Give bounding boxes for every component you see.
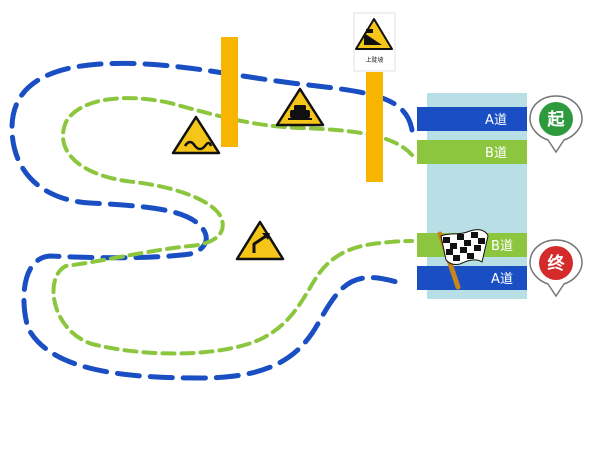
finish-lane-b-label: B道: [491, 239, 513, 254]
start-marker-icon: 起: [529, 95, 583, 154]
start-lane-a-label: A道: [485, 113, 507, 128]
lane-b-path: [51, 96, 414, 356]
finish-lane-a: [417, 266, 527, 290]
winding-road-sign-icon: [235, 220, 285, 261]
steep-slope-sign-label: 上陡坡: [365, 56, 383, 64]
lane-a-path: [9, 60, 415, 381]
start-lane-b: [417, 140, 527, 164]
bumpy-road-sign-icon: [171, 115, 221, 155]
finish-lane-a-label: A道: [491, 272, 513, 287]
uphill-sign-icon: [275, 87, 325, 127]
start-lane-a: [417, 107, 527, 131]
steep-slope-sign-icon: [355, 18, 393, 50]
steep-slope-sign: 上陡坡: [353, 12, 396, 72]
checkered-flag-icon: [437, 229, 489, 290]
finish-marker-icon: 终: [529, 239, 583, 298]
finish-marker-text: 终: [548, 253, 566, 274]
post-left: [221, 37, 238, 147]
start-marker-text: 起: [547, 109, 566, 130]
post-right: [366, 72, 383, 182]
start-lane-b-label: B道: [485, 146, 507, 161]
